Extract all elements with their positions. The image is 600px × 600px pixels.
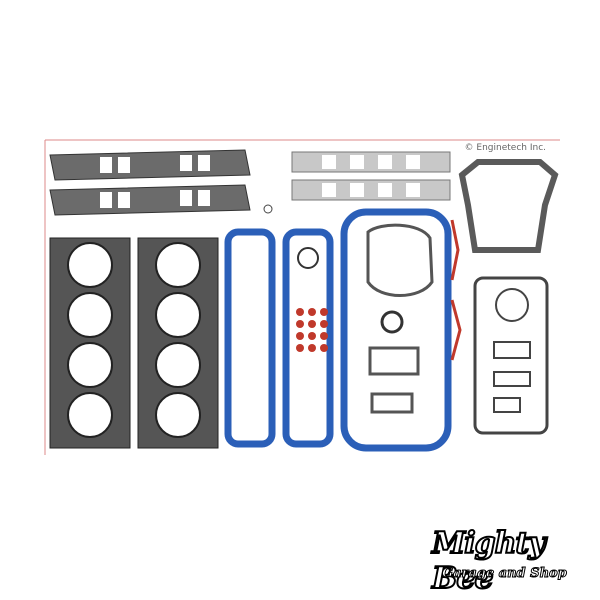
water-pump-gasket: [366, 223, 434, 297]
logo-title: Mighty Bee: [431, 525, 547, 597]
front-seal: [380, 310, 404, 334]
rear-main-seal-lower: [450, 299, 462, 361]
small-o-ring: [263, 204, 273, 214]
rear-main-seal-upper: [450, 219, 460, 281]
timing-cover-gasket: [458, 159, 559, 253]
oil-pump-gasket: [473, 276, 549, 435]
flange-gasket: [493, 397, 521, 413]
valve-cover-gasket-right: [282, 228, 334, 448]
head-gasket-right: [137, 237, 219, 449]
housing-gasket: [493, 341, 531, 359]
valve-cover-gasket-left: [224, 228, 276, 448]
copyright-text: © Enginetech Inc.: [464, 143, 546, 153]
exhaust-gasket-upper: [291, 151, 451, 173]
head-gasket-left: [49, 237, 131, 449]
intake-gasket-upper: [49, 149, 251, 181]
intake-gasket-lower: [49, 184, 251, 216]
egr-gasket: [370, 392, 414, 414]
mighty-bee-logo: Mighty Bee Garage and Shop: [424, 520, 596, 598]
valve-stem-seals: [296, 308, 328, 352]
thermostat-gasket: [297, 247, 319, 269]
pump-cover-gasket: [495, 288, 529, 322]
exhaust-gasket-lower: [291, 179, 451, 201]
carb-gasket: [368, 346, 420, 376]
oil-pan-gasket: [340, 208, 452, 452]
logo-subtitle: Garage and Shop: [442, 566, 568, 582]
pipe-gasket: [493, 371, 531, 387]
